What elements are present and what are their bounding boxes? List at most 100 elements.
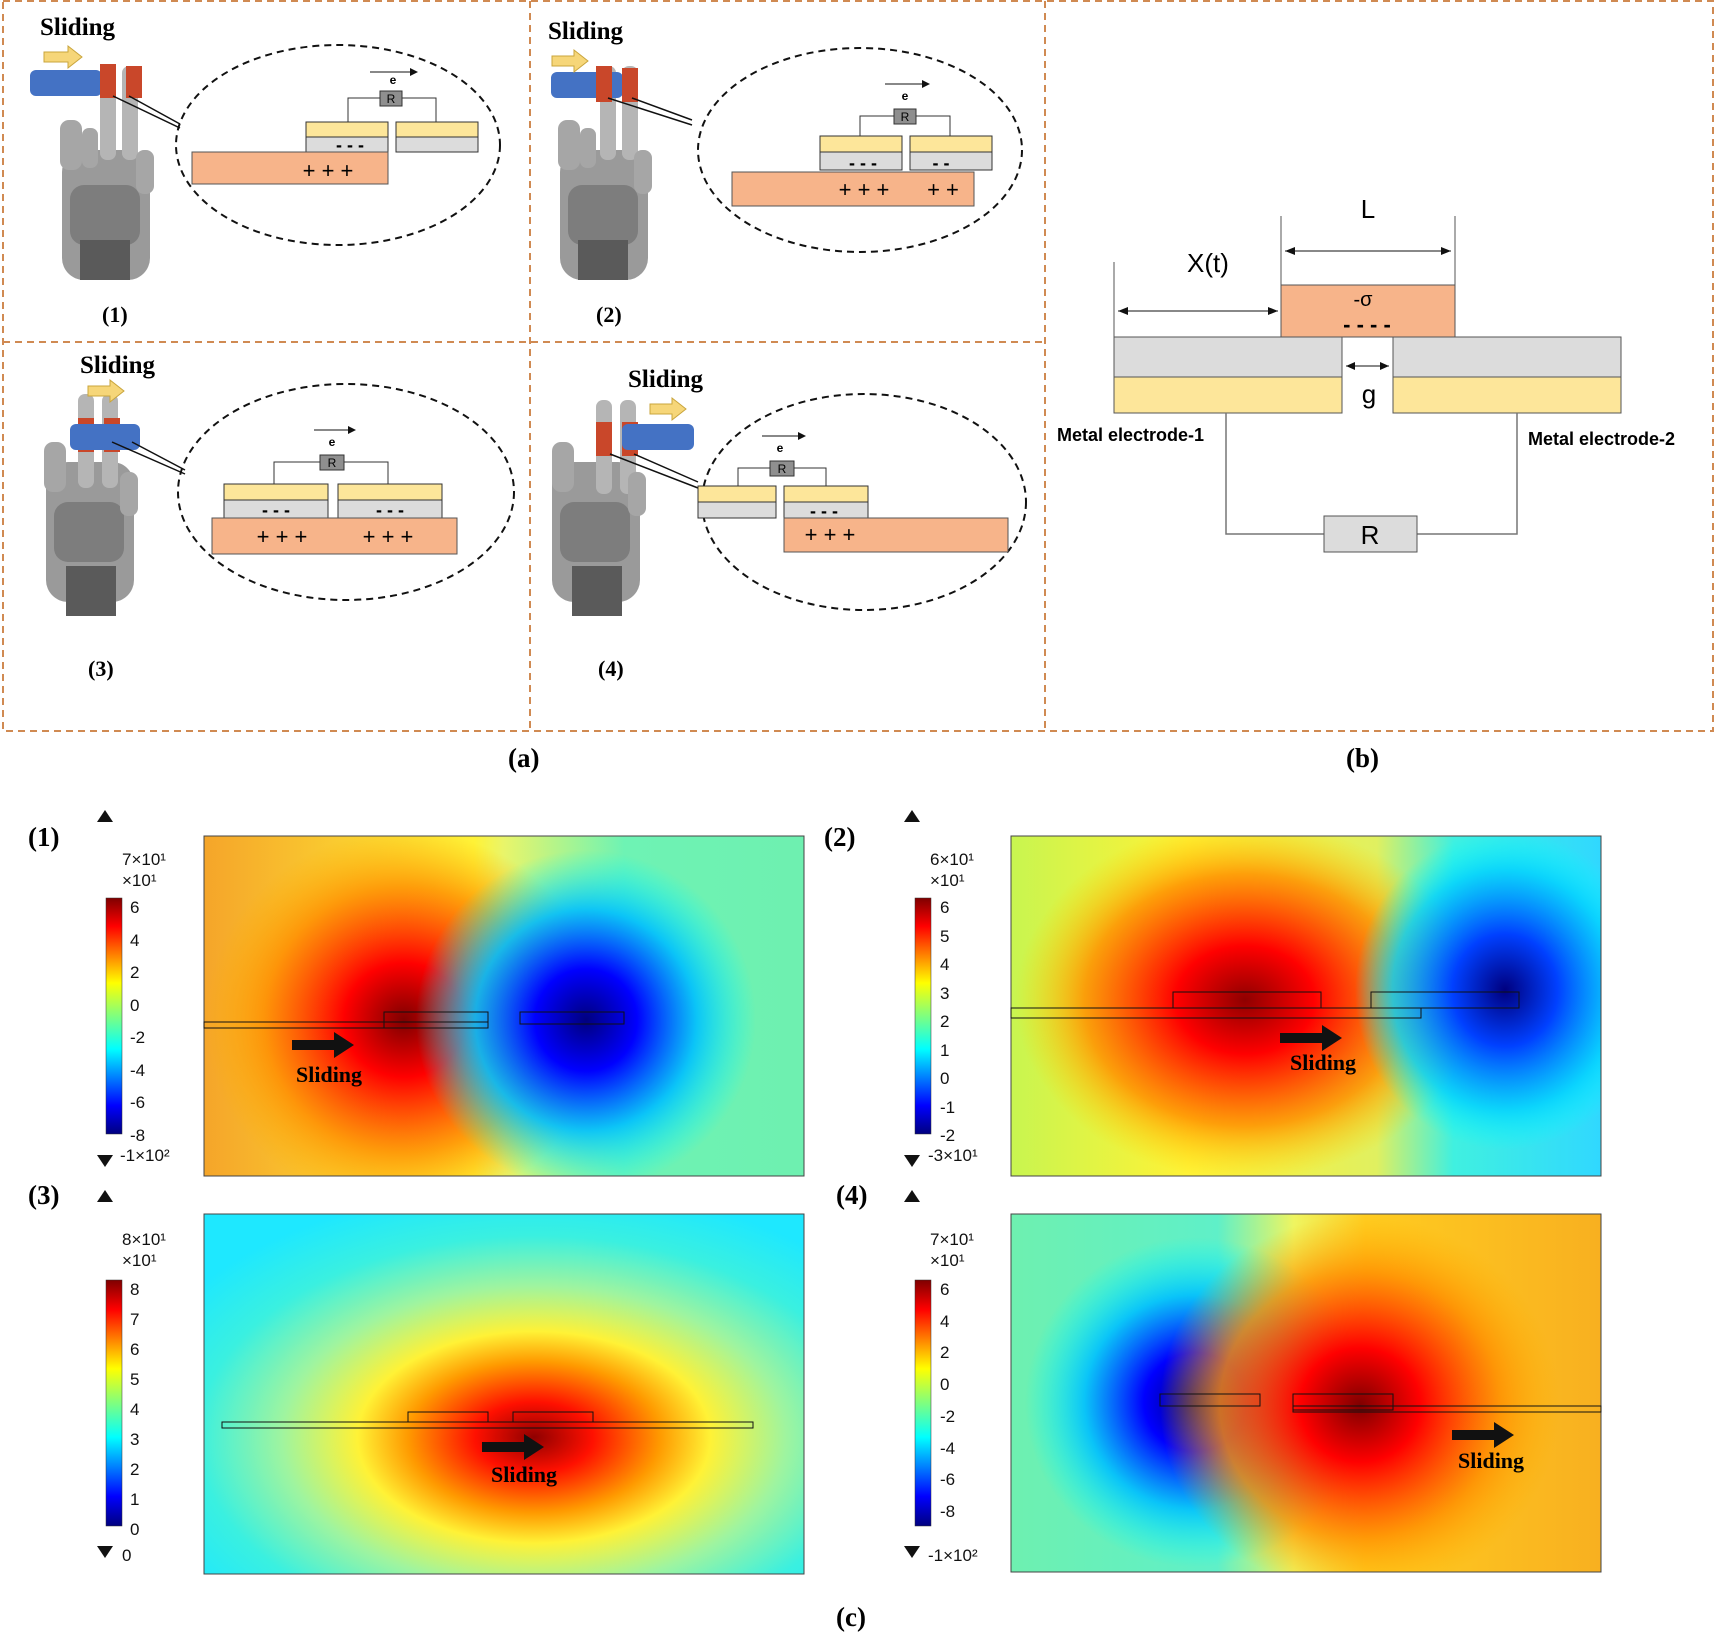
electron-label: e: [902, 89, 909, 103]
bottom-charges-2: + +: [927, 177, 959, 202]
top-charges-2: - - -: [376, 500, 404, 520]
step-label: (4): [598, 656, 624, 681]
plot-3-label: (3): [28, 1180, 60, 1210]
load-resistor: [1323, 515, 1418, 553]
field-plot-3: [203, 1213, 805, 1575]
colorbar-tick-label: 2: [130, 1460, 140, 1479]
colorbar-tick-label: -2: [940, 1406, 956, 1426]
resistor-label: R: [387, 92, 396, 106]
displacement-label: X(t): [1187, 248, 1229, 278]
top-charges-1: - - -: [849, 153, 877, 173]
min-triangle-icon: [97, 1546, 113, 1558]
colorbar-tick-label: 8: [130, 1280, 140, 1299]
colorbar-max-label: 6×10¹: [930, 850, 974, 869]
resistor-label: R: [778, 462, 787, 476]
colorbar-max-label: 7×10¹: [930, 1230, 974, 1249]
colorbar-max-label: 7×10¹: [122, 850, 166, 869]
top-charges-2: - -: [933, 153, 950, 173]
colorbar-tick-label: 7: [130, 1310, 140, 1329]
step-3-cell: Sliding R e - - - - - - + + + + + +: [0, 342, 530, 732]
electrode-2-label: Metal electrode-2: [1528, 429, 1675, 449]
plot-4-label: (4): [836, 1180, 868, 1210]
sliding-arrow-icon: [1280, 1025, 1342, 1051]
finger-sensor-2: [126, 66, 142, 98]
colorbar-tick-label: 5: [130, 1370, 140, 1389]
resistor-label: R: [328, 456, 337, 470]
triboelectric-layer: [1280, 284, 1456, 338]
charge-density-label: -σ: [1353, 289, 1373, 311]
colorbar-tick-label: 4: [940, 1311, 950, 1331]
slider-cylinder: [30, 70, 102, 96]
colorbar-tick-label: 2: [940, 1343, 950, 1363]
panel-label-b: (b): [1346, 743, 1379, 773]
top-charges-1: - - -: [262, 500, 290, 520]
robot-hand-icon: [44, 394, 138, 616]
plot-2-label: (2): [824, 822, 856, 852]
min-triangle-icon: [904, 1546, 920, 1558]
zoom-ellipse: [177, 383, 515, 601]
electrode-1-label: Metal electrode-1: [1057, 425, 1204, 445]
colorbar-tick-label: 4: [940, 955, 950, 974]
colorbar-tick-label: -2: [940, 1126, 956, 1145]
colorbar-scale-label: ×10¹: [930, 871, 965, 890]
min-triangle-icon: [904, 1155, 920, 1167]
sliding-arrow-icon: [292, 1032, 354, 1058]
colorbar-1: [97, 810, 123, 1167]
surface-charges: - - - -: [1343, 312, 1391, 337]
colorbar-3: [97, 1190, 123, 1558]
bottom-charges: + + +: [303, 158, 354, 183]
max-triangle-icon: [904, 1190, 920, 1202]
step-1-cell: Sliding R e - - - + + + (1): [0, 0, 530, 342]
bottom-charges-1: + + +: [839, 177, 890, 202]
colorbar-tick-label: 3: [940, 983, 950, 1003]
panel-label-c: (c): [836, 1602, 866, 1632]
colorbar-tick-label: 6: [940, 1280, 950, 1299]
colorbar-tick-label: 0: [940, 1375, 950, 1395]
colorbar-min-label: 0: [122, 1546, 132, 1565]
finger-sensor-2: [622, 68, 638, 102]
top-charges: - - -: [810, 501, 838, 521]
resistor-label: R: [1361, 520, 1380, 550]
plot-1-label: (1): [28, 822, 60, 852]
electron-label: e: [329, 435, 336, 449]
sliding-arrow-icon: [551, 48, 589, 74]
colorbar-tick-label: 6: [940, 898, 950, 917]
colorbar-scale-label: ×10¹: [122, 1251, 157, 1270]
finger-sensor-1: [596, 66, 612, 102]
colorbar-tick-label: -8: [130, 1126, 146, 1145]
dielectric-1: [1113, 336, 1343, 378]
colorbar-tick-label: 6: [130, 898, 140, 917]
step-4-illustration: R e - - - + + +: [552, 393, 1027, 616]
top-charges: - - -: [336, 135, 364, 155]
bottom-charges-2: + + +: [363, 524, 414, 549]
length-label: L: [1361, 194, 1375, 224]
step-label: (2): [596, 302, 622, 327]
zoom-ellipse: [697, 47, 1023, 253]
panel-c-fields: [97, 810, 1602, 1575]
colorbar-4: [904, 1190, 932, 1558]
sliding-label: Sliding: [1458, 1448, 1525, 1473]
step-1-illustration: R e - - - + + +: [30, 44, 501, 280]
electron-label: e: [777, 441, 784, 455]
dielectric-2: [1392, 336, 1622, 378]
bottom-charges-1: + + +: [257, 524, 308, 549]
colorbar-min-label: -3×10¹: [928, 1146, 978, 1165]
field-plot-2: [1010, 835, 1602, 1177]
panel-b-diagram: L X(t) -σ - - - - g Metal electrode-1 Me…: [1057, 194, 1675, 553]
sliding-arrow-icon: [649, 396, 687, 422]
sliding-label: Sliding: [548, 18, 624, 45]
sliding-label: Sliding: [491, 1462, 558, 1487]
panel-label-a: (a): [508, 743, 540, 773]
colorbar-tick-label: 2: [130, 963, 140, 983]
colorbar-tick-label: 2: [940, 1012, 950, 1031]
colorbar-tick-label: 4: [130, 930, 140, 950]
slider-cylinder: [551, 72, 623, 98]
colorbar-tick-label: 0: [130, 1520, 140, 1539]
step-2-cell: Sliding R e - - - - - + + + + +: [530, 0, 1045, 342]
sliding-label: Sliding: [40, 14, 116, 41]
slider-cylinder: [622, 424, 694, 450]
step-3-illustration: R e - - - - - - + + + + + +: [44, 378, 515, 616]
electrode-2: [1392, 376, 1622, 414]
zoom-ellipse: [175, 44, 501, 246]
max-triangle-icon: [97, 810, 113, 822]
